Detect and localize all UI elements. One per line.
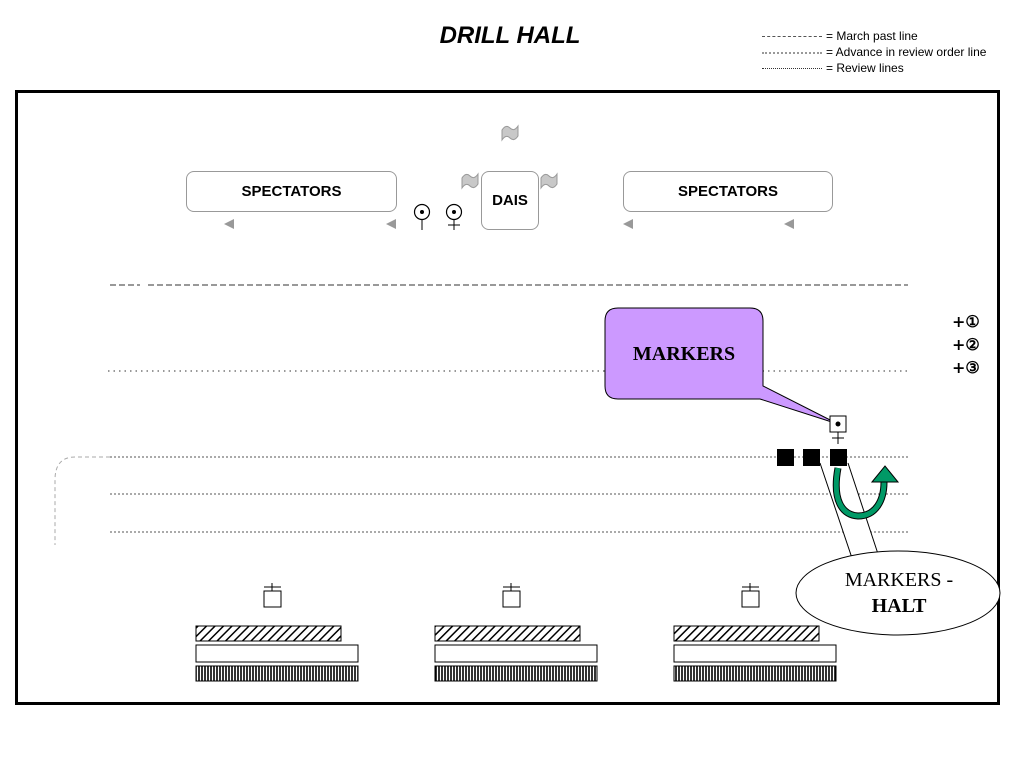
arrow-head-icon [870,465,900,483]
triangle-icon [623,219,633,229]
marker-position-icon [829,415,847,444]
triangle-icon [784,219,794,229]
rank-middle [434,644,598,663]
marker-square [803,449,820,466]
halt-line-1: MARKERS - [844,569,954,591]
rank-front-hatched [434,625,581,642]
triangle-icon [386,219,396,229]
rank-front-hatched [195,625,342,642]
rank-rear-striped [195,665,359,682]
spectators-left: SPECTATORS [186,171,397,212]
rank-middle [195,644,359,663]
marker-square [830,449,847,466]
squad [434,583,598,682]
legend-label: = March past line [826,29,918,43]
legend-label: = Advance in review order line [826,45,987,59]
spectators-right: SPECTATORS [623,171,833,212]
reviewing-officer-icon [445,203,463,230]
triangle-icon [224,219,234,229]
flag-icon [461,172,479,190]
rank-middle [673,644,837,663]
rank-rear-striped [673,665,837,682]
fine-dotted-line-swatch [762,68,822,69]
approach-route [54,456,110,545]
flag-icon [501,124,519,142]
markers-callout [604,307,839,425]
flag-icon [540,172,558,190]
legend-review: = Review lines [762,61,1022,76]
legend-advance: = Advance in review order line [762,45,1022,60]
markers-callout-text: MARKERS [632,343,736,365]
squad [195,583,359,682]
rank-front-hatched [673,625,820,642]
rank-marker-2: +② [952,335,980,354]
halt-line-2: HALT [871,595,927,617]
rank-marker-3: +③ [952,358,980,377]
page-title: DRILL HALL [439,22,581,49]
markers-halt-callout-text: MARKERS - HALT [798,567,1000,619]
rank-marker-1: +① [952,312,980,331]
hall-boundary [15,90,1000,705]
legend-march-past: = March past line [762,29,1022,44]
dotted-line-swatch [762,52,822,54]
dashed-line-swatch [762,36,822,37]
legend-label: = Review lines [826,61,904,75]
marker-square [777,449,794,466]
reviewing-officer-icon [413,203,431,230]
squad [673,583,837,682]
dais: DAIS [481,171,539,230]
rank-rear-striped [434,665,598,682]
